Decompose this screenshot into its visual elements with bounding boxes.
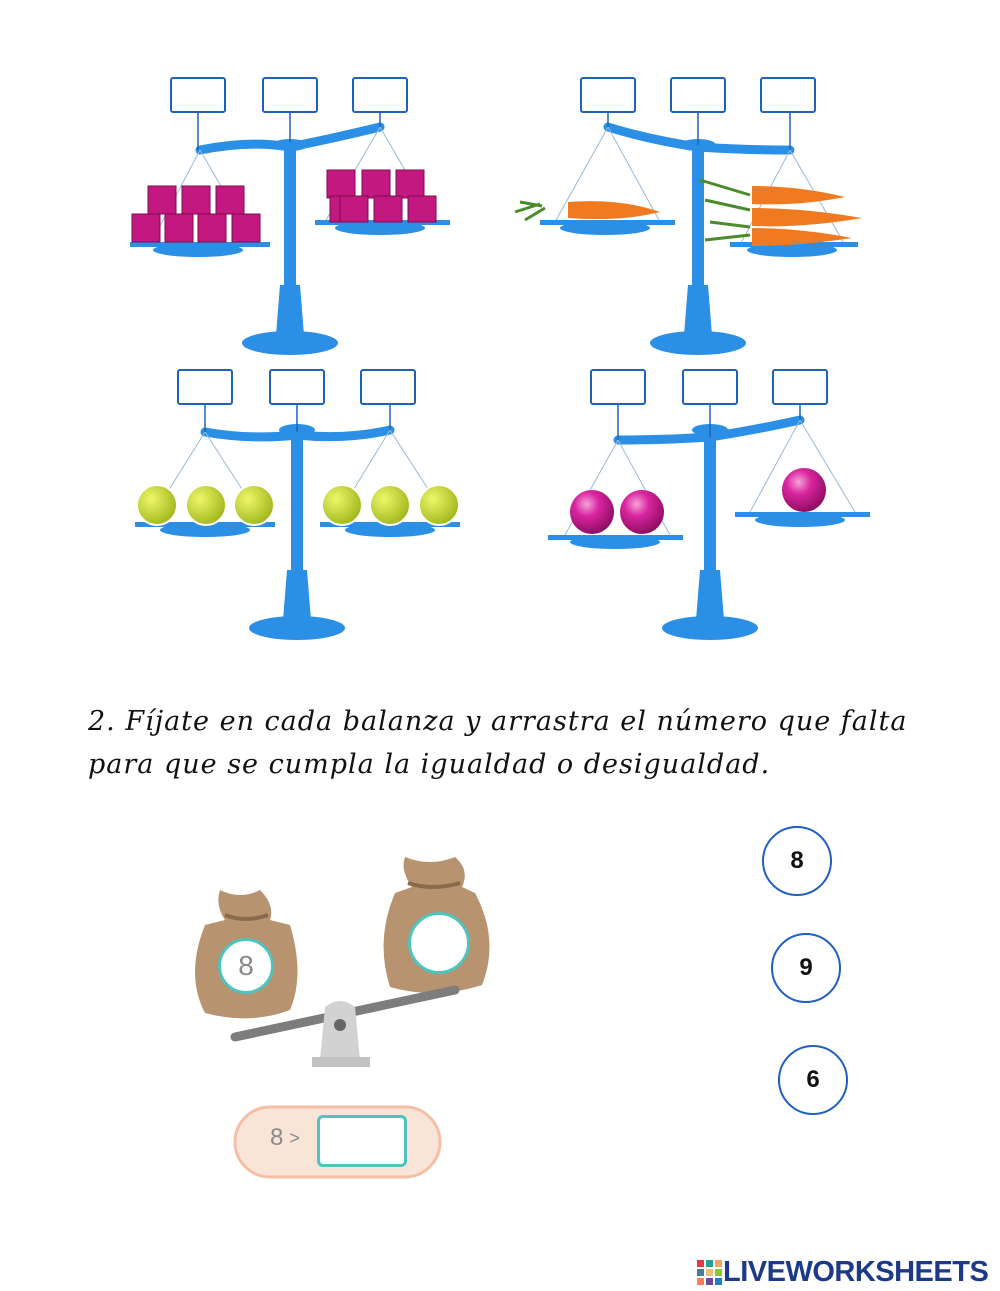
scale3-answer-left[interactable] <box>177 369 233 405</box>
scale4-answer-right[interactable] <box>772 369 828 405</box>
equation-left-value: 8 <box>270 1124 284 1151</box>
equation-answer-box[interactable] <box>317 1115 407 1167</box>
draggable-number-9[interactable]: 9 <box>771 933 841 1003</box>
cube-group-left <box>131 185 261 243</box>
scale2-answer-right[interactable] <box>760 77 816 113</box>
equation-text: 8 > <box>270 1124 300 1152</box>
scale4-answer-left[interactable] <box>590 369 646 405</box>
scale1-answer-symbol[interactable] <box>262 77 318 113</box>
scale-carrots <box>514 113 862 355</box>
logo-blocks-icon <box>697 1260 722 1285</box>
draggable-number-6[interactable]: 6 <box>778 1045 848 1115</box>
left-sack-badge: 8 <box>218 938 274 994</box>
liveworksheets-logo: LIVEWORKSHEETS <box>697 1255 989 1288</box>
tennis-balls-right <box>321 484 460 526</box>
scale2-answer-left[interactable] <box>580 77 636 113</box>
scale4-answer-symbol[interactable] <box>682 369 738 405</box>
pink-balls-left <box>570 490 664 534</box>
scale-tennis-balls <box>135 405 460 640</box>
draggable-number-8[interactable]: 8 <box>762 826 832 896</box>
tennis-balls-left <box>136 484 275 526</box>
scale3-answer-right[interactable] <box>360 369 416 405</box>
cube-group-right <box>326 169 437 223</box>
carrots-right <box>699 178 862 246</box>
scale3-answer-symbol[interactable] <box>269 369 325 405</box>
seesaw <box>230 985 460 1067</box>
scale1-answer-left[interactable] <box>170 77 226 113</box>
exercise2-instruction: 2. Fíjate en cada balanza y arrastra el … <box>88 706 908 780</box>
pink-ball-right <box>782 468 826 512</box>
carrot-left <box>514 200 660 222</box>
exercise1-scales <box>130 113 870 640</box>
scale-cubes <box>130 113 450 355</box>
scale2-answer-symbol[interactable] <box>670 77 726 113</box>
equation-operator: > <box>289 1127 300 1148</box>
logo-brand-text: LIVEWORKSHEETS <box>723 1255 989 1288</box>
scale1-answer-right[interactable] <box>352 77 408 113</box>
right-sack-drop-target[interactable] <box>408 912 470 974</box>
scale-pink-balls <box>548 405 870 640</box>
